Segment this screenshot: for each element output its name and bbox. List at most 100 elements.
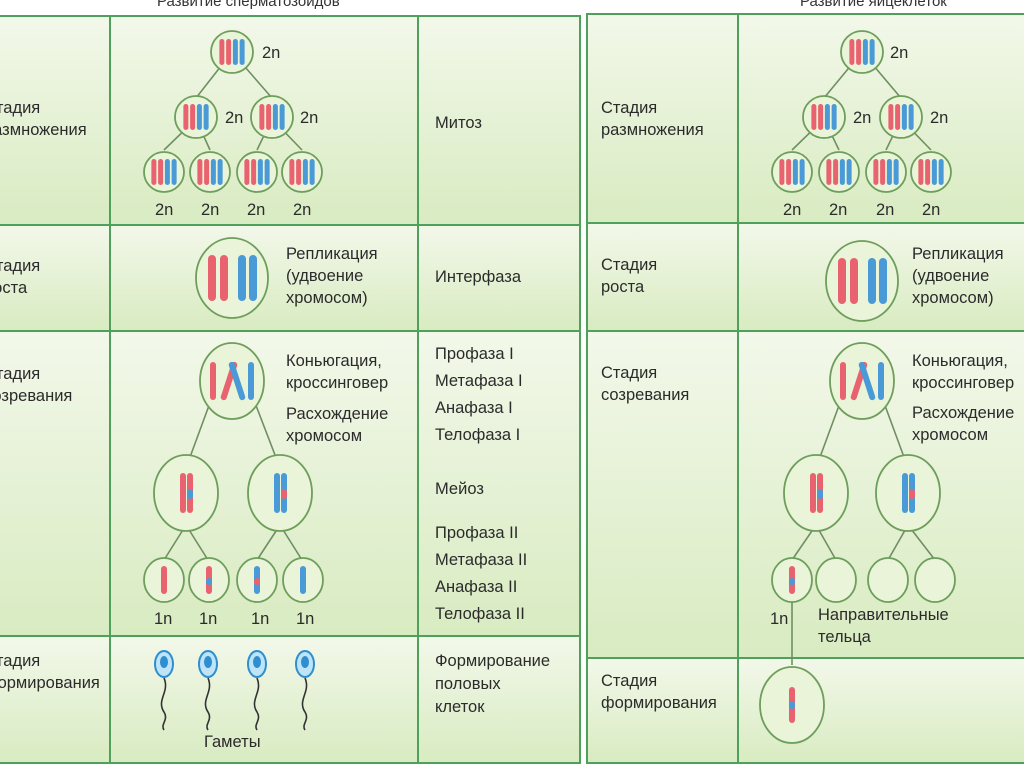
grid-line: [586, 762, 1024, 764]
left-cell-stage-1: [0, 16, 110, 225]
chromosome: [203, 104, 209, 130]
chromosome: [789, 701, 795, 709]
chromosome: [219, 39, 225, 65]
right-ploidy-label: 2n: [876, 201, 895, 219]
chromosome: [232, 39, 238, 65]
grid-line: [586, 330, 1024, 332]
chromosome: [879, 258, 887, 304]
chromosome: [289, 159, 295, 185]
cell: [825, 240, 899, 322]
chromosome: [869, 39, 875, 65]
right-ploidy-label: 2n: [890, 44, 909, 62]
chromosome: [309, 159, 315, 185]
phase-metaphase-1: Метафаза I: [435, 372, 523, 390]
right-stage-4-line1: Стадия: [601, 672, 658, 690]
cell: [802, 95, 846, 139]
chromosome: [856, 39, 862, 65]
right-ploidy-label: 2n: [829, 201, 848, 219]
chromosome: [226, 39, 232, 65]
right-replication-line3: хромосом): [912, 289, 994, 307]
left-stage-1-line1: Стадия: [0, 99, 41, 117]
chromosome: [302, 159, 308, 185]
chromosome: [257, 159, 263, 185]
right-cell-stage-2: [587, 223, 738, 331]
chromosome: [204, 159, 210, 185]
chromosome: [196, 104, 202, 130]
chromosome: [254, 578, 260, 585]
left-ploidy-label: 2n: [300, 109, 319, 127]
grid-line: [417, 15, 419, 764]
sperm-nucleus: [160, 656, 168, 668]
right-haploid-label: 1n: [770, 610, 789, 628]
phase-anaphase-2: Анафаза II: [435, 578, 518, 596]
chromosome: [888, 104, 894, 130]
sperm-tail: [253, 677, 260, 731]
left-cell-phase-2: [418, 225, 580, 331]
chromosome: [220, 255, 228, 301]
chromosome: [296, 159, 302, 185]
chromosome: [190, 104, 196, 130]
cell: [210, 30, 254, 74]
chromosome: [938, 159, 944, 185]
chromosome: [818, 104, 824, 130]
chromosome: [272, 104, 278, 130]
chromosome: [789, 578, 795, 585]
chromosome: [779, 159, 785, 185]
chromosome: [831, 104, 837, 130]
chromosome: [838, 258, 846, 304]
chromosome: [840, 362, 846, 400]
phase-formation-line3: клеток: [435, 698, 485, 716]
left-cell-stage-2: [0, 225, 110, 331]
chromosome: [249, 255, 257, 301]
chromosome: [180, 473, 186, 513]
chromosome: [810, 473, 816, 513]
left-cell-phase-4: [418, 636, 580, 763]
chromosome: [238, 255, 246, 301]
chromosome: [901, 104, 907, 130]
chromosome: [228, 361, 246, 401]
chromosome: [846, 159, 852, 185]
chromosome: [849, 39, 855, 65]
grid-line: [586, 13, 588, 764]
cell: [189, 151, 231, 193]
chromosome: [817, 489, 823, 499]
right-cell-stage-4: [587, 658, 738, 763]
right-column-title: Развитие яйцеклеток: [800, 0, 947, 10]
phase-prophase-2: Профаза II: [435, 524, 519, 542]
cell: [281, 151, 323, 193]
left-stage-1-line2: размножения: [0, 121, 87, 139]
chromosome: [248, 362, 254, 400]
chromosome: [833, 159, 839, 185]
chromosome: [873, 159, 879, 185]
left-divergence-line1: Расхождение: [286, 405, 389, 423]
chromosome: [858, 361, 876, 401]
left-cell-phase-3: [418, 331, 580, 636]
chromosome: [208, 255, 216, 301]
phase-anaphase-1: Анафаза I: [435, 399, 513, 417]
left-haploid-label: 1n: [199, 610, 218, 628]
chromosome: [799, 159, 805, 185]
left-haploid-label: 1n: [154, 610, 173, 628]
cell: [840, 30, 884, 74]
left-conjugation-line1: Коньюгация,: [286, 352, 382, 370]
grid-line: [586, 13, 1024, 15]
chromosome: [210, 159, 216, 185]
chromosome: [862, 39, 868, 65]
chromosome: [274, 473, 280, 513]
chromosome: [850, 258, 858, 304]
chromosome: [244, 159, 250, 185]
cell: [910, 151, 952, 193]
left-stage-3-line2: созревания: [0, 387, 73, 405]
right-conjugation-line1: Коньюгация,: [912, 352, 1008, 370]
chromosome: [811, 104, 817, 130]
right-cell-stage-3: [587, 331, 738, 658]
cell: [771, 151, 813, 193]
chromosome: [183, 104, 189, 130]
sperm-tail: [204, 677, 211, 731]
left-replication-line2: (удвоение: [286, 267, 364, 285]
sperm-tail: [301, 677, 308, 731]
phase-interphase: Интерфаза: [435, 268, 522, 286]
right-divergence-line1: Расхождение: [912, 404, 1015, 422]
chromosome: [786, 159, 792, 185]
